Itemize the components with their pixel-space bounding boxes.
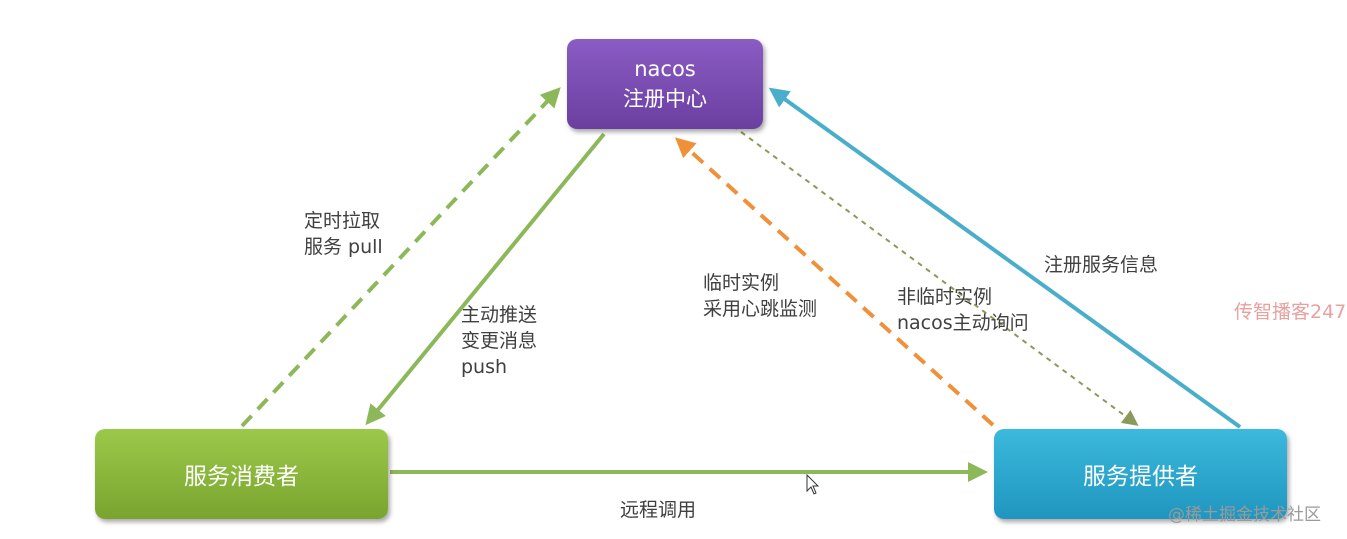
pull-label-line2: 服务 pull <box>304 236 383 258</box>
site-watermark: @稀土掘金技术社区 <box>1168 505 1321 525</box>
push-label: 主动推送 变更消息 push <box>461 302 537 380</box>
push-arrow <box>365 132 606 426</box>
push-label-line2: 变更消息 <box>461 330 538 352</box>
register-arrow <box>768 87 1242 429</box>
push-label-line3: push <box>461 356 508 378</box>
probe-label: 非临时实例 nacos主动询问 <box>897 284 1029 336</box>
probe-arrow <box>732 125 1139 426</box>
pull-arrow <box>240 87 561 428</box>
register-label: 注册服务信息 <box>1044 252 1158 278</box>
pull-label: 定时拉取 服务 pull <box>304 208 383 260</box>
provider-node: 服务提供者 <box>994 429 1287 519</box>
probe-label-line1: 非临时实例 <box>897 286 993 308</box>
remote-call-label-text: 远程调用 <box>620 499 697 521</box>
heartbeat-label: 临时实例 采用心跳监测 <box>703 270 817 322</box>
heartbeat-label-line1: 临时实例 <box>703 272 780 294</box>
registry-title: 注册中心 <box>623 87 707 111</box>
provider-title: 服务提供者 <box>1083 464 1198 490</box>
registry-name: nacos <box>634 57 696 81</box>
heartbeat-arrow <box>675 137 995 427</box>
heartbeat-label-line2: 采用心跳监测 <box>703 298 818 320</box>
mouse-cursor-icon <box>806 473 820 500</box>
probe-label-line2: nacos主动询问 <box>897 312 1029 334</box>
registry-node: nacos 注册中心 <box>567 39 763 129</box>
consumer-title: 服务消费者 <box>184 464 299 490</box>
pull-label-line1: 定时拉取 <box>304 210 381 232</box>
channel-watermark: 传智播客247 <box>1234 301 1347 323</box>
push-label-line1: 主动推送 <box>461 304 538 326</box>
consumer-node: 服务消费者 <box>95 429 388 519</box>
register-label-text: 注册服务信息 <box>1044 254 1159 276</box>
remote-call-label: 远程调用 <box>620 497 696 523</box>
